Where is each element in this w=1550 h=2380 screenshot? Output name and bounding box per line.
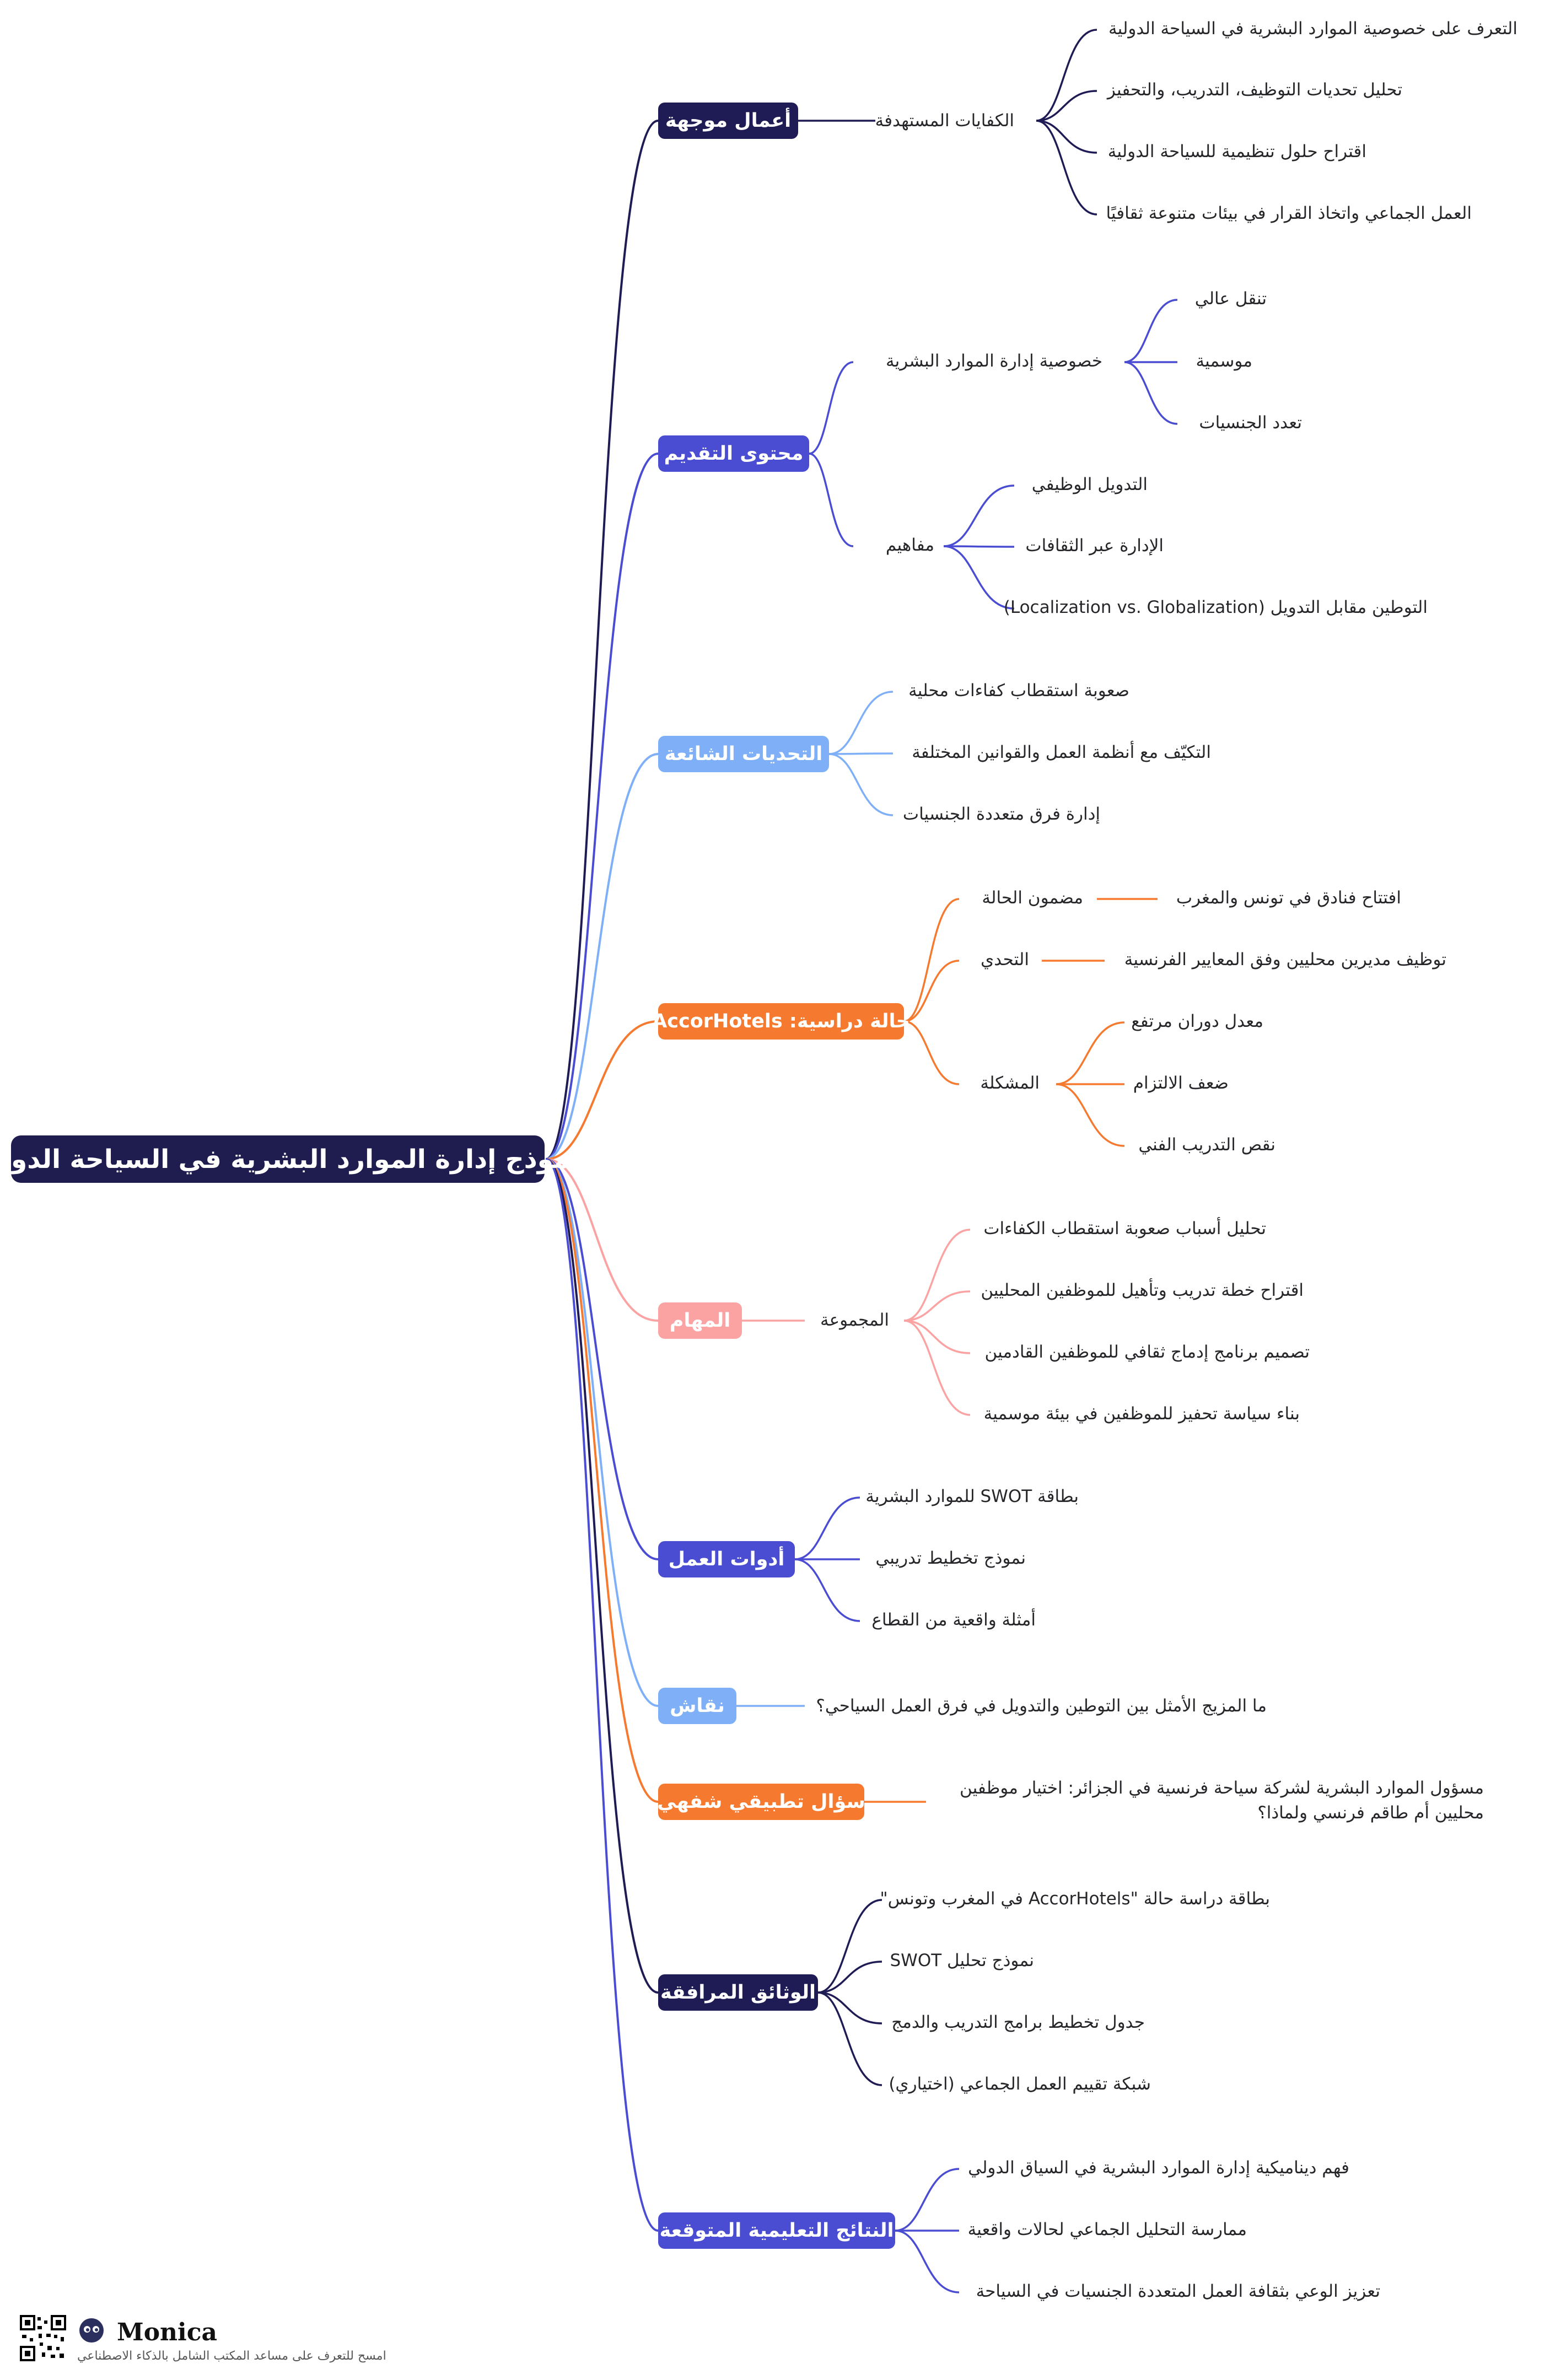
leaf-connector: [794, 1496, 860, 1560]
task-item: بناء سياسة تحفيز للموظفين في بيئة موسمية: [983, 1404, 1300, 1424]
branch-expected-outcomes: النتائج التعليمية المتوقعة: [658, 2212, 895, 2249]
leaf-connector: [828, 691, 894, 755]
discussion-item: ما المزيج الأمثل بين التوطين والتدويل في…: [816, 1696, 1267, 1716]
outcome-item: ممارسة التحليل الجماعي لحالات واقعية: [967, 2220, 1247, 2239]
concept-item: التوطين مقابل التدويل (Localization vs. …: [1003, 597, 1428, 617]
competency-item: تحليل تحديات التوظيف، التدريب، والتحفيز: [1107, 80, 1402, 100]
case-challenge-label: التحدي: [981, 950, 1029, 970]
branch-case-study: حالة دراسية: AccorHotels: [652, 1003, 910, 1040]
oral-question-item: مسؤول الموارد البشرية لشركة سياحة فرنسية…: [959, 1778, 1484, 1823]
leaf-connector: [817, 1991, 882, 2086]
task-item: تصميم برنامج إدماج ثقافي للموظفين القادم…: [984, 1342, 1310, 1362]
leaf-connector: [1036, 29, 1097, 122]
competency-item: التعرف على خصوصية الموارد البشرية في الس…: [1108, 19, 1517, 39]
branch-sub-connector: [903, 1020, 960, 1085]
branch-targeted-work: أعمال موجهة: [658, 103, 798, 139]
task-item: تحليل أسباب صعوبة استقطاب الكفاءات: [983, 1219, 1266, 1239]
leaf-connector: [943, 484, 1015, 547]
leaf-connector: [1056, 1083, 1125, 1147]
tool-item: بطاقة SWOT للموارد البشرية: [865, 1487, 1079, 1506]
case-problem-label: المشكلة: [980, 1073, 1040, 1093]
hr-specificity-item: موسمية: [1196, 351, 1253, 371]
case-problem-item: معدل دوران مرتفع: [1131, 1011, 1263, 1031]
brand-tagline: امسح للتعرف على مساعد المكتب الشامل بالذ…: [77, 2349, 386, 2363]
branch-discussion: نقاش: [658, 1688, 736, 1724]
leaf-connector: [895, 2230, 960, 2293]
leaf-connector: [943, 545, 1015, 610]
leaf-connector: [1036, 90, 1097, 122]
challenge-item: إدارة فرق متعددة الجنسيات: [902, 804, 1100, 824]
root-branch-connector: [545, 1158, 659, 1803]
competency-item: العمل الجماعي واتخاذ القرار في بيئات متن…: [1106, 203, 1472, 223]
branch-sub-connector: [903, 898, 960, 1022]
document-item: شبكة تقييم العمل الجماعي (اختياري): [889, 2074, 1151, 2094]
footer: [20, 2315, 406, 2365]
leaf-connector: [817, 1961, 882, 1994]
document-item: نموذج تحليل SWOT: [890, 1951, 1035, 1970]
root-node: نموذج إدارة الموارد البشرية في السياحة ا…: [0, 1135, 580, 1183]
hr-specificity-item: تعدد الجنسيات: [1199, 413, 1302, 433]
leaf-connector: [943, 545, 1015, 548]
branch-sub-connector: [903, 960, 960, 1022]
group-label: المجموعة: [820, 1310, 889, 1330]
root-branch-connector: [545, 1158, 659, 1707]
branch-sub-connector: [809, 361, 854, 455]
branch-accompanying-documents: الوثائق المرافقة: [658, 1974, 818, 2011]
case-problem-item: نقص التدريب الفني: [1138, 1135, 1275, 1155]
leaf-connector: [1036, 120, 1097, 216]
leaf-connector: [903, 1290, 971, 1322]
case-content-item: افتتاح فنادق في تونس والمغرب: [1176, 888, 1401, 908]
challenge-item: صعوبة استقطاب كفاءات محلية: [908, 681, 1129, 701]
case-content-label: مضمون الحالة: [982, 888, 1083, 908]
concept-item: التدويل الوظيفي: [1031, 475, 1148, 494]
root-branch-connector: [545, 120, 659, 1160]
qr-code-icon: [20, 2315, 66, 2361]
targeted-competencies-label: الكفايات المستهدفة: [875, 111, 1014, 131]
challenge-item: التكيّف مع أنظمة العمل والقوانين المختلف…: [912, 742, 1211, 762]
leaf-connector: [1056, 1021, 1125, 1085]
tool-item: نموذج تخطيط تدريبي: [875, 1548, 1026, 1568]
root-branch-connector: [545, 753, 659, 1160]
leaf-connector: [794, 1558, 860, 1622]
hr-specificity-item: تنقل عالي: [1194, 289, 1267, 309]
branch-oral-question: سؤال تطبيقي شفهي: [657, 1784, 865, 1820]
root-branch-connector: [545, 1158, 659, 1322]
concept-item: الإدارة عبر الثقافات: [1025, 536, 1164, 556]
root-branch-connector: [545, 1158, 659, 1994]
document-item: بطاقة دراسة حالة "AccorHotels في المغرب …: [880, 1889, 1270, 1909]
leaf-connector: [903, 1229, 971, 1322]
leaf-connector: [1036, 120, 1097, 154]
branch-tasks: المهام: [658, 1302, 742, 1339]
monica-logo-icon: [79, 2318, 104, 2343]
branch-sub-connector: [809, 453, 854, 547]
branch-work-tools: أدوات العمل: [658, 1541, 795, 1577]
document-item: جدول تخطيط برامج التدريب والدمج: [891, 2012, 1145, 2032]
leaf-connector: [895, 2168, 960, 2232]
leaf-connector: [1124, 361, 1178, 425]
hr-specificity-label: خصوصية إدارة الموارد البشرية: [886, 351, 1102, 371]
leaf-connector: [903, 1320, 971, 1354]
root-branch-connector: [545, 1158, 659, 1560]
outcome-item: تعزيز الوعي بثقافة العمل المتعددة الجنسي…: [976, 2281, 1380, 2301]
root-branch-connector: [545, 453, 659, 1160]
case-problem-item: ضعف الالتزام: [1133, 1073, 1229, 1093]
leaf-connector: [828, 753, 894, 816]
root-branch-connector: [545, 1020, 659, 1160]
brand-name: Monica: [117, 2318, 218, 2346]
leaf-connector: [1124, 299, 1178, 363]
leaf-connector: [817, 1991, 882, 2024]
task-item: اقتراح خطة تدريب وتأهيل للموظفين المحليي…: [981, 1280, 1304, 1300]
leaf-connector: [828, 752, 894, 755]
outcome-item: فهم ديناميكية إدارة الموارد البشرية في ا…: [968, 2158, 1349, 2178]
root-branch-connector: [545, 1158, 659, 2232]
leaf-connector: [903, 1320, 971, 1416]
leaf-connector: [817, 1899, 882, 1994]
concepts-label: مفاهيم: [885, 535, 934, 555]
branch-presentation-content: محتوى التقديم: [658, 435, 809, 472]
competency-item: اقتراح حلول تنظيمية للسياحة الدولية: [1107, 142, 1366, 161]
tool-item: أمثلة واقعية من القطاع: [871, 1610, 1036, 1630]
branch-common-challenges: التحديات الشائعة: [658, 736, 829, 772]
case-challenge-item: توظيف مديرين محليين وفق المعايير الفرنسي…: [1124, 950, 1446, 970]
